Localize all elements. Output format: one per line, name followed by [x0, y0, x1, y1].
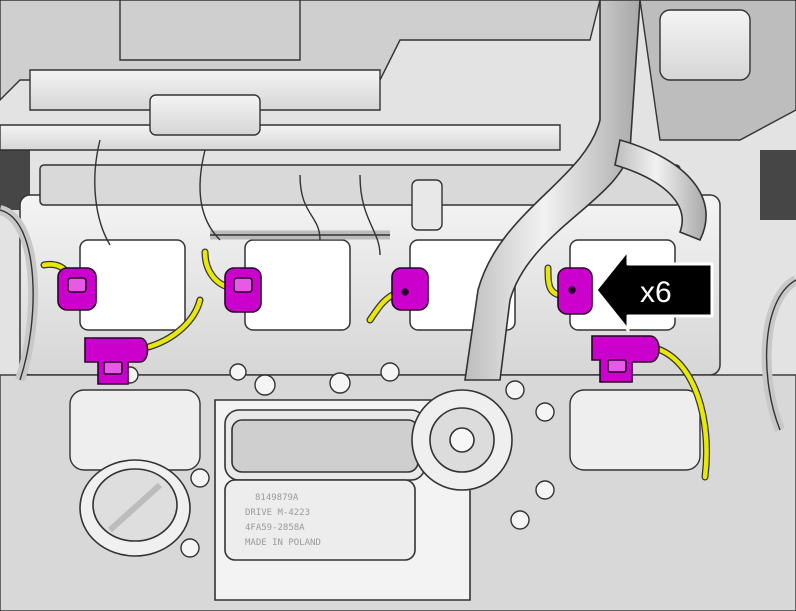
- cover-markings: 8149879A DRIVE M-4223 4FA59-2858A MADE I…: [245, 493, 321, 548]
- connector-lower-right[interactable]: [591, 335, 660, 383]
- pulley: [411, 389, 513, 491]
- marking-code: 4FA59-2858A: [245, 523, 305, 533]
- connector-lower-left[interactable]: [84, 337, 149, 385]
- marking-drive: DRIVE M-4223: [245, 508, 310, 518]
- intake-hose: [464, 0, 707, 381]
- callout-arrow: [594, 248, 714, 332]
- connector-coil-4[interactable]: [557, 267, 593, 315]
- callout-quantity-label: x6: [640, 276, 672, 309]
- top-structure: [0, 0, 796, 151]
- connector-coil-1[interactable]: [57, 267, 97, 311]
- side-hoses: [0, 139, 796, 432]
- connector-coil-2[interactable]: [224, 267, 262, 313]
- fuel-rail: [210, 174, 443, 256]
- oil-filler-cap: [79, 459, 191, 557]
- marking-origin: MADE IN POLAND: [245, 538, 321, 548]
- quantity-callout: x6: [594, 248, 714, 332]
- marking-part-number: 8149879A: [255, 493, 299, 503]
- connector-coil-3[interactable]: [391, 267, 429, 311]
- front-cover: [214, 399, 471, 601]
- ignition-connectors: [57, 267, 660, 385]
